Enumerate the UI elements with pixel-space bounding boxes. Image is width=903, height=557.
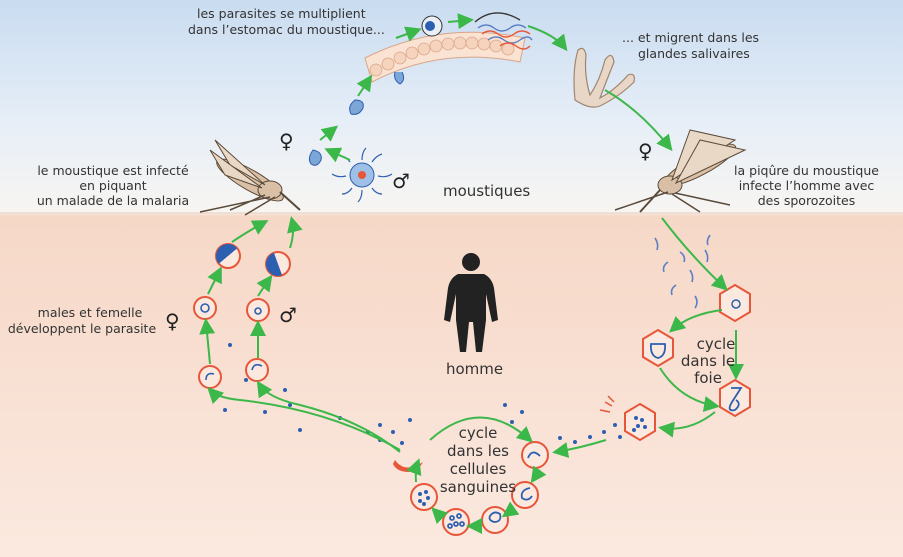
sporozoites-icon <box>654 234 711 309</box>
label-liver-3: foie <box>694 369 722 387</box>
mosquito-left-icon <box>199 139 301 216</box>
female-symbol-icon: ♀ <box>279 129 294 153</box>
label-infected-3: un malade de la malaria <box>36 193 190 208</box>
blood-cell-parasites <box>447 451 541 529</box>
macrogamete-icon <box>308 99 364 166</box>
label-liver-1: cycle <box>696 335 736 353</box>
label-liver-2: dans le <box>680 352 736 370</box>
label-parasites-multiply-2: dans l’estomac du moustique... <box>188 22 385 37</box>
liver-cell-1 <box>719 283 751 323</box>
gametocyte-parasites <box>200 303 263 381</box>
label-blood-4: sanguines <box>439 478 517 496</box>
label-blood-1: cycle <box>458 424 498 442</box>
label-blood-2: dans les <box>446 442 509 460</box>
liver-cell-2 <box>642 328 674 368</box>
salivary-glands-icon <box>573 47 635 108</box>
blood-cell-ring <box>410 441 549 536</box>
female-symbol-icon-left: ♀ <box>165 309 180 333</box>
label-males-1: males et femelle <box>37 305 143 320</box>
microgamete-icon <box>331 147 393 203</box>
ruptured-cell-icon <box>393 460 423 472</box>
liver-cell-bursting <box>599 395 656 442</box>
oocyst-icon <box>421 15 443 37</box>
label-blood-3: cellules <box>449 460 507 478</box>
mature-gametocytes <box>215 243 291 277</box>
stomach-wall-icon <box>364 31 526 85</box>
label-infected-2: en piquant <box>79 178 147 193</box>
label-migrate-2: glandes salivaires <box>638 46 750 61</box>
label-bite-3: des sporozoites <box>757 193 856 208</box>
label-bite-1: la piqûre du moustique <box>734 163 879 178</box>
label-homme: homme <box>446 360 504 378</box>
male-symbol-icon-left: ♂ <box>279 303 297 327</box>
label-males-2: développent le parasite <box>7 321 157 336</box>
schizont-icon <box>418 490 430 506</box>
merozoites-icon <box>223 343 622 445</box>
male-symbol-icon: ♂ <box>392 169 410 193</box>
gametocyte-cells <box>193 296 270 389</box>
human-silhouette-icon <box>444 253 498 352</box>
cycle-arrows <box>199 13 744 534</box>
female-symbol-icon-right: ♀ <box>638 139 653 163</box>
label-bite-2: infecte l’homme avec <box>738 178 875 193</box>
label-infected-1: le moustique est infecté <box>37 163 189 178</box>
liver-cell-3 <box>719 378 751 418</box>
mosquito-right-icon <box>614 129 747 213</box>
label-moustiques: moustiques <box>443 182 531 200</box>
label-parasites-multiply-1: les parasites se multiplient <box>197 6 366 21</box>
sporozoite-burst-icon <box>474 12 533 50</box>
label-migrate-1: ... et migrent dans les <box>622 30 760 45</box>
